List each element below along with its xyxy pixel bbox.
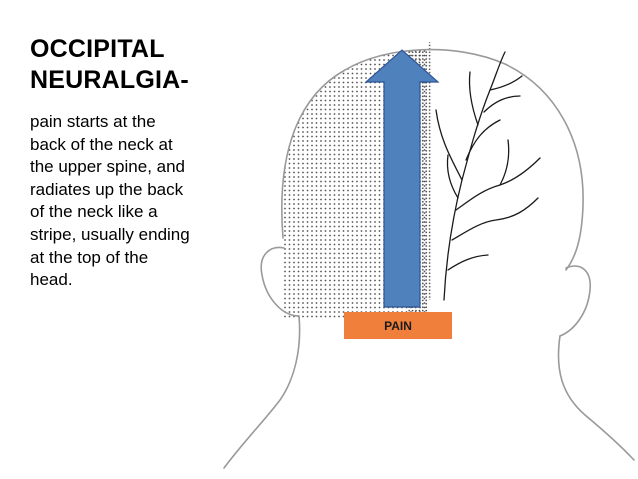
head-illustration (223, 42, 635, 469)
pain-label: PAIN (344, 312, 452, 339)
description-line: head. (30, 270, 73, 290)
description-line: radiates up the back (30, 179, 184, 199)
description-text: pain starts at the back of the neck at t… (30, 111, 240, 292)
description-line: the upper spine, and (30, 157, 186, 177)
description-line: stripe, usually ending (30, 224, 190, 244)
description-line: at the top of the (30, 247, 149, 267)
description-line: back of the neck at (30, 134, 173, 154)
title-line: OCCIPITAL (30, 35, 165, 63)
description-line: of the neck like a (30, 202, 158, 222)
upward-arrow (364, 49, 440, 308)
slide-title: OCCIPITAL NEURALGIA- (30, 34, 240, 96)
head-back-view (223, 48, 635, 469)
occipital-nerve-branches (435, 51, 541, 301)
description-line: pain starts at the (30, 112, 156, 131)
title-line: NEURALGIA- (30, 66, 189, 94)
